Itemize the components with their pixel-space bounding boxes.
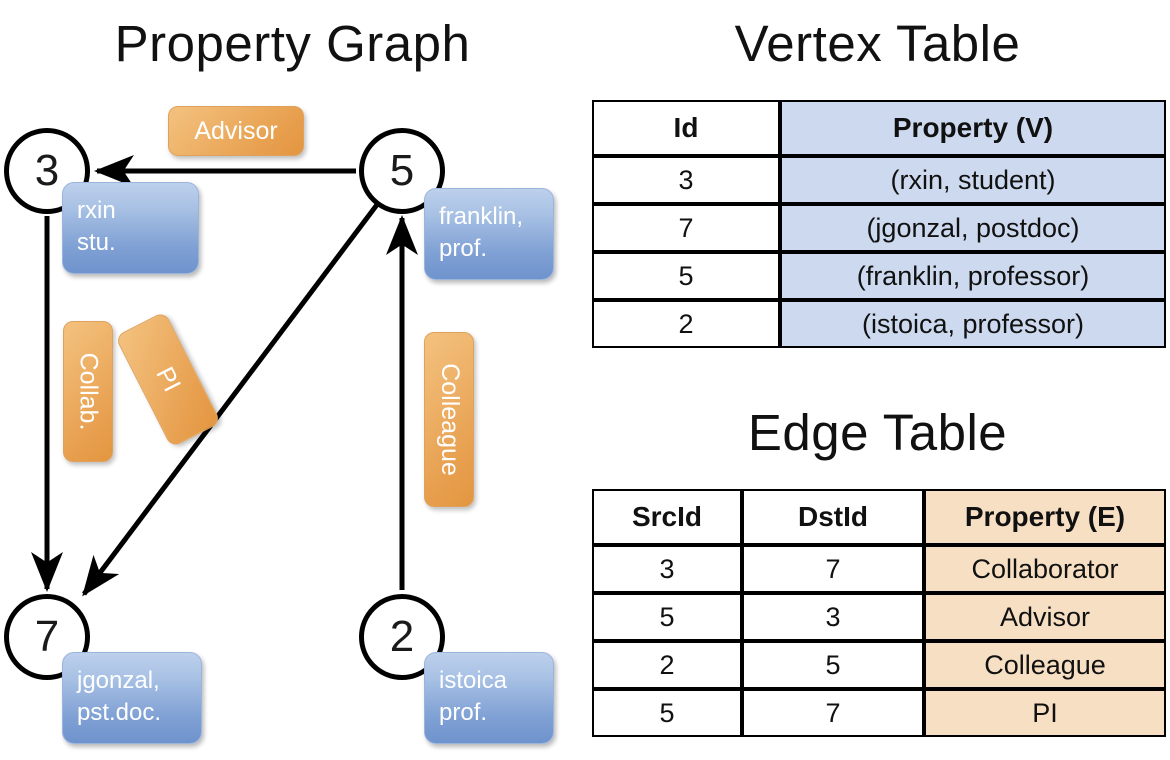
column-header-srcid: SrcId (592, 489, 742, 545)
vertex-id-label: 5 (389, 146, 415, 195)
cell-vertex-property: (jgonzal, postdoc) (780, 204, 1166, 252)
table-row: 5 (franklin, professor) (592, 252, 1166, 300)
cell-vertex-id: 3 (592, 156, 780, 204)
cell-edge-dst: 7 (742, 545, 924, 593)
edge-table: SrcId DstId Property (E) 3 7 Collaborato… (592, 489, 1166, 737)
edge-label-text: Collab. (74, 352, 103, 431)
table-header-row: SrcId DstId Property (E) (592, 489, 1166, 545)
table-row: 2 5 Colleague (592, 641, 1166, 689)
vertex-id-label: 2 (389, 612, 415, 661)
cell-vertex-property: (istoica, professor) (780, 300, 1166, 348)
cell-edge-property: Advisor (924, 593, 1166, 641)
vertex-property-box-istoica: istoica prof. (424, 652, 554, 744)
cell-vertex-property: (franklin, professor) (780, 252, 1166, 300)
table-row: 2 (istoica, professor) (592, 300, 1166, 348)
vertex-id-label: 7 (34, 612, 60, 661)
column-header-property-e: Property (E) (924, 489, 1166, 545)
cell-edge-src: 5 (592, 593, 742, 641)
cell-vertex-id: 2 (592, 300, 780, 348)
page-title-property-graph: Property Graph (114, 15, 471, 72)
vertex-property-box-rxin: rxin stu. (62, 182, 199, 274)
cell-edge-dst: 3 (742, 593, 924, 641)
vertex-id-label: 3 (34, 146, 60, 195)
edge-label-text: Colleague (435, 363, 464, 476)
cell-vertex-id: 7 (592, 204, 780, 252)
cell-vertex-id: 5 (592, 252, 780, 300)
graph-vertex-5[interactable]: 5 (359, 128, 445, 214)
cell-edge-dst: 7 (742, 689, 924, 737)
property-graph-diagram: 3 5 7 2 rxin stu. franklin, prof. jgonza… (4, 106, 554, 744)
cell-edge-src: 3 (592, 545, 742, 593)
edge-label-chip-colleague: Colleague (424, 332, 474, 507)
cell-edge-property: PI (924, 689, 1166, 737)
edge-label-text: PI (150, 362, 187, 397)
table-row: 5 3 Advisor (592, 593, 1166, 641)
vertex-property-box-franklin: franklin, prof. (424, 188, 554, 280)
cell-edge-property: Colleague (924, 641, 1166, 689)
cell-edge-src: 5 (592, 689, 742, 737)
graph-vertex-2[interactable]: 2 (359, 594, 445, 680)
cell-vertex-property: (rxin, student) (780, 156, 1166, 204)
cell-edge-src: 2 (592, 641, 742, 689)
vertex-table: Id Property (V) 3 (rxin, student) 7 (jgo… (592, 100, 1166, 348)
table-header-row: Id Property (V) (592, 100, 1166, 156)
graph-edges-svg (31, 155, 418, 597)
edge-label-chip-advisor: Advisor (168, 106, 304, 156)
column-header-id: Id (592, 100, 780, 156)
column-header-dstid: DstId (742, 489, 924, 545)
table-row: 7 (jgonzal, postdoc) (592, 204, 1166, 252)
edge-label-chip-collab: Collab. (63, 321, 113, 462)
column-header-property-v: Property (V) (780, 100, 1166, 156)
page-title-vertex-table: Vertex Table (734, 15, 1021, 72)
table-row: 5 7 PI (592, 689, 1166, 737)
table-row: 3 (rxin, student) (592, 156, 1166, 204)
page-title-edge-table: Edge Table (747, 404, 1008, 461)
edge-label-text: Advisor (194, 116, 278, 145)
table-row: 3 7 Collaborator (592, 545, 1166, 593)
cell-edge-dst: 5 (742, 641, 924, 689)
edge-arrow-pi (82, 200, 381, 597)
vertex-property-box-jgonzal: jgonzal, pst.doc. (62, 652, 202, 744)
cell-edge-property: Collaborator (924, 545, 1166, 593)
